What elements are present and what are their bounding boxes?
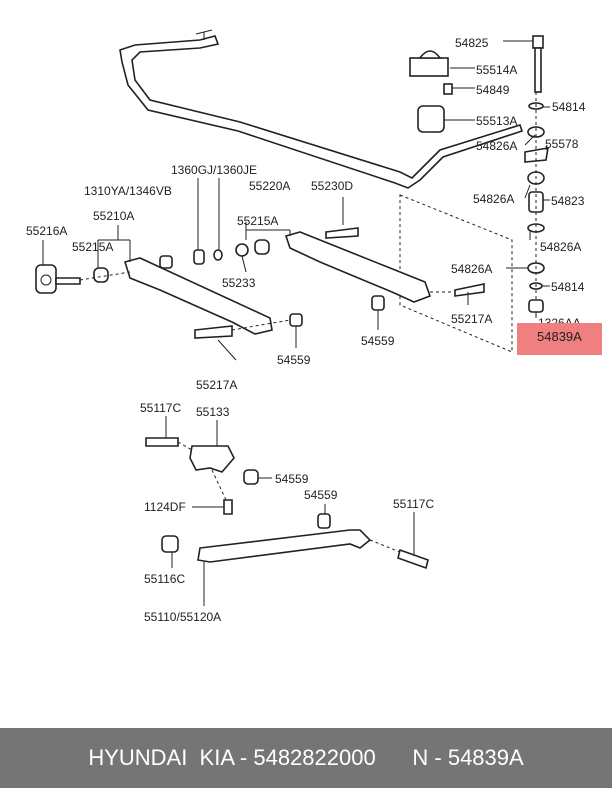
label-54559-1: 54559 <box>277 353 311 367</box>
label-54559-4: 54559 <box>304 488 338 502</box>
leader-lines <box>42 178 469 606</box>
label-1360: 1360GJ/1360JE <box>171 163 257 177</box>
label-55117C-left: 55117C <box>140 401 181 415</box>
label-54826A-4: 54826A <box>451 262 492 276</box>
highlighted-part-label: 54839A <box>517 323 602 355</box>
dashed-frame <box>399 194 513 353</box>
label-55110-55120A: 55110/55120A <box>144 610 221 624</box>
label-54814-bottom: 54814 <box>551 280 585 294</box>
label-55513A: 55513A <box>476 114 517 128</box>
parts-diagram: 54825 55514A 54849 54814 55513A 54826A 5… <box>26 29 586 624</box>
label-54849: 54849 <box>476 83 510 97</box>
upper-arm-left <box>35 239 303 339</box>
stabilizer-bar <box>119 35 524 189</box>
label-55233: 55233 <box>222 276 256 290</box>
label-54814-top: 54814 <box>552 100 586 114</box>
label-54823: 54823 <box>551 194 585 208</box>
lower-bracket <box>145 437 259 515</box>
label-55578: 55578 <box>545 137 579 151</box>
label-1124DF: 1124DF <box>144 500 186 514</box>
label-55133: 55133 <box>196 405 230 419</box>
label-55116C: 55116C <box>144 572 185 586</box>
footer-part-number: N - 54839A <box>412 745 524 770</box>
label-55215A-left: 55215A <box>72 240 113 254</box>
footer-bar: HYUNDAI KIA - 5482822000 N - 54839A <box>0 728 612 788</box>
upper-arm-right <box>284 227 485 311</box>
label-54559-2: 54559 <box>361 334 395 348</box>
highlighted-part-number: 54839A <box>537 329 582 344</box>
stabilizer-link-assembly <box>409 35 550 318</box>
label-1310: 1310YA/1346VB <box>84 184 172 198</box>
label-55230D: 55230D <box>311 179 353 193</box>
label-55217A-left: 55217A <box>196 378 237 392</box>
label-55217A-right: 55217A <box>451 312 492 326</box>
label-54826A-3: 54826A <box>540 240 581 254</box>
label-55220A: 55220A <box>249 179 290 193</box>
label-55216A: 55216A <box>26 224 67 238</box>
label-54825: 54825 <box>455 36 489 50</box>
footer-brand-part: HYUNDAI KIA - 5482822000 <box>88 745 376 770</box>
lower-rod <box>161 513 429 570</box>
label-55215A-right: 55215A <box>237 214 278 228</box>
label-55117C-right: 55117C <box>393 497 434 511</box>
label-55514A: 55514A <box>476 63 517 77</box>
label-54826A-1: 54826A <box>476 139 517 153</box>
label-54559-3: 54559 <box>275 472 309 486</box>
label-54826A-2: 54826A <box>473 192 514 206</box>
label-55210A: 55210A <box>93 209 134 223</box>
footer-spacer <box>376 745 413 771</box>
